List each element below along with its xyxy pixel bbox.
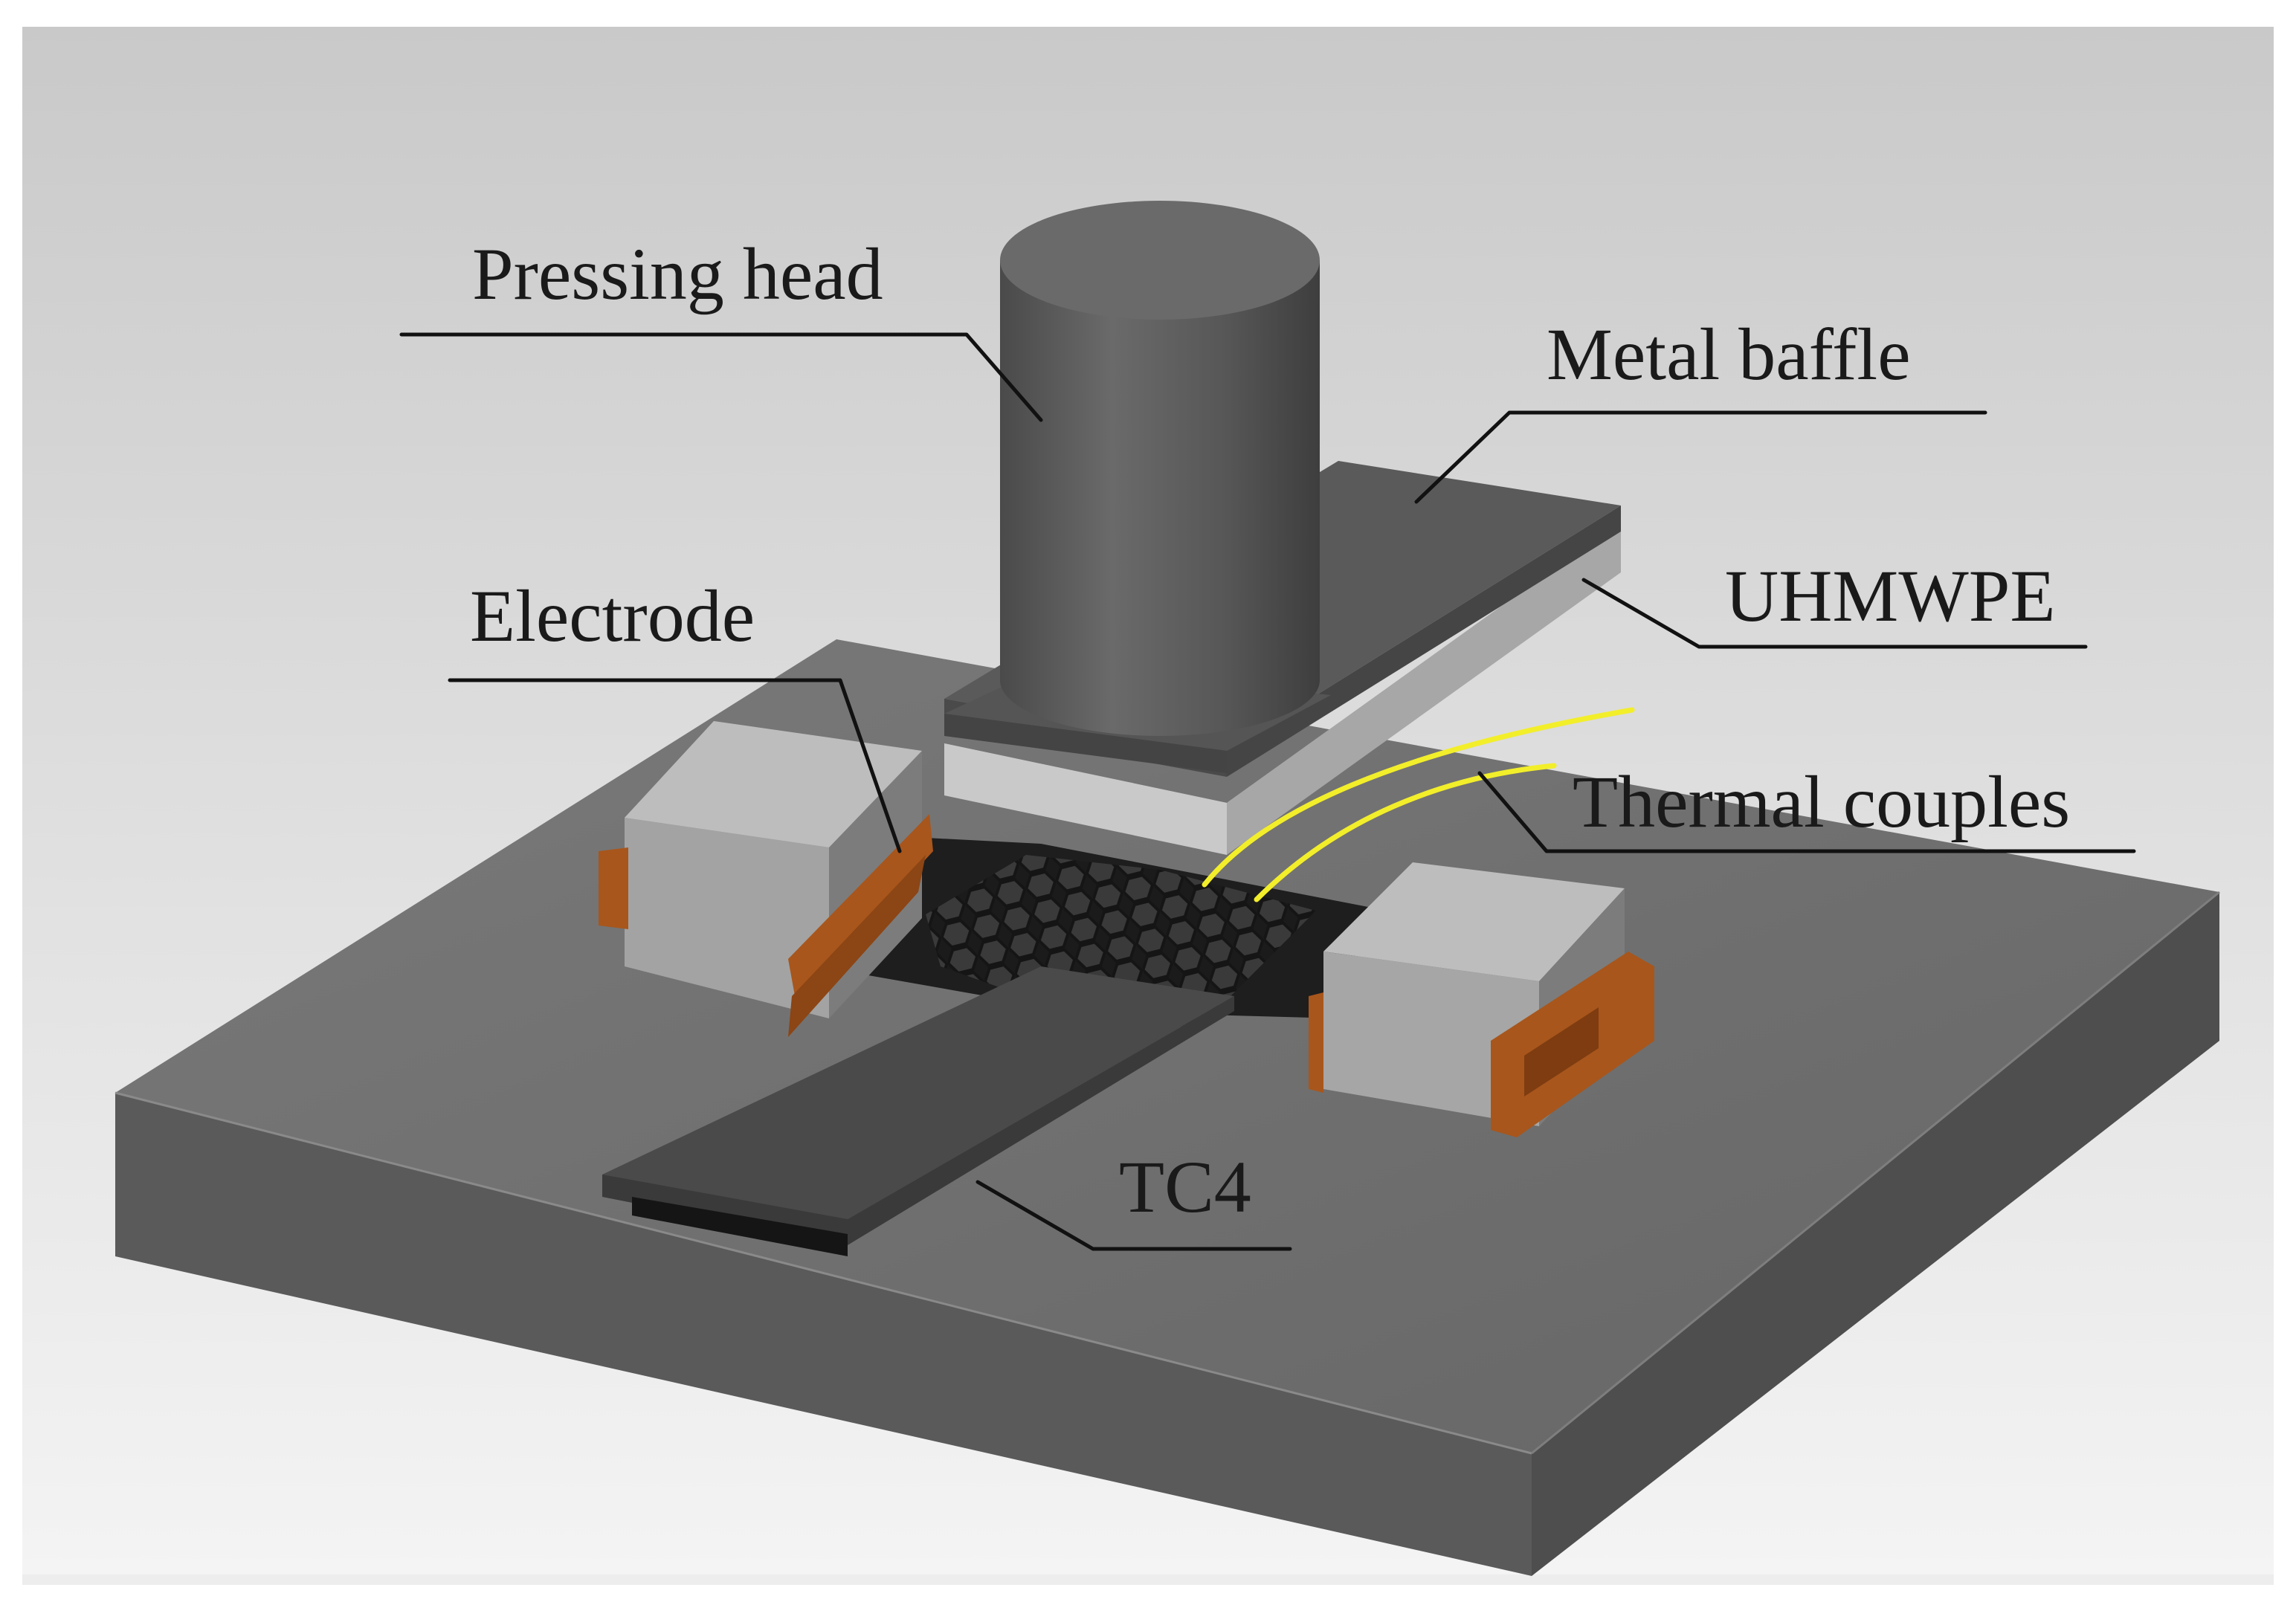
left-electrode-copper — [599, 814, 933, 1037]
pressing-head-cylinder — [1000, 201, 1320, 736]
tc4-leader — [976, 1180, 1292, 1251]
label-uhmwpe: UHMWPE — [1725, 555, 2055, 637]
label-electrode: Electrode — [470, 575, 755, 657]
metal-baffle-leader — [1414, 410, 1987, 504]
label-metal-baffle: Metal baffle — [1547, 313, 1911, 395]
thermocouple-wires — [1202, 707, 1635, 902]
bottom-band — [22, 1574, 2274, 1585]
thermal-couples-leader — [1477, 771, 2136, 853]
electrode-leader — [448, 678, 902, 853]
tc4-strip — [602, 966, 1234, 1256]
label-thermal-couples: Thermal couples — [1573, 760, 2070, 843]
uhmwpe-block — [944, 520, 1621, 855]
label-tc4: TC4 — [1119, 1146, 1251, 1228]
pressing-head-leader — [399, 332, 1043, 422]
right-electrode-copper — [1309, 952, 1654, 1137]
label-pressing-head: Pressing head — [472, 233, 883, 315]
uhmwpe-leader — [1581, 578, 2088, 649]
